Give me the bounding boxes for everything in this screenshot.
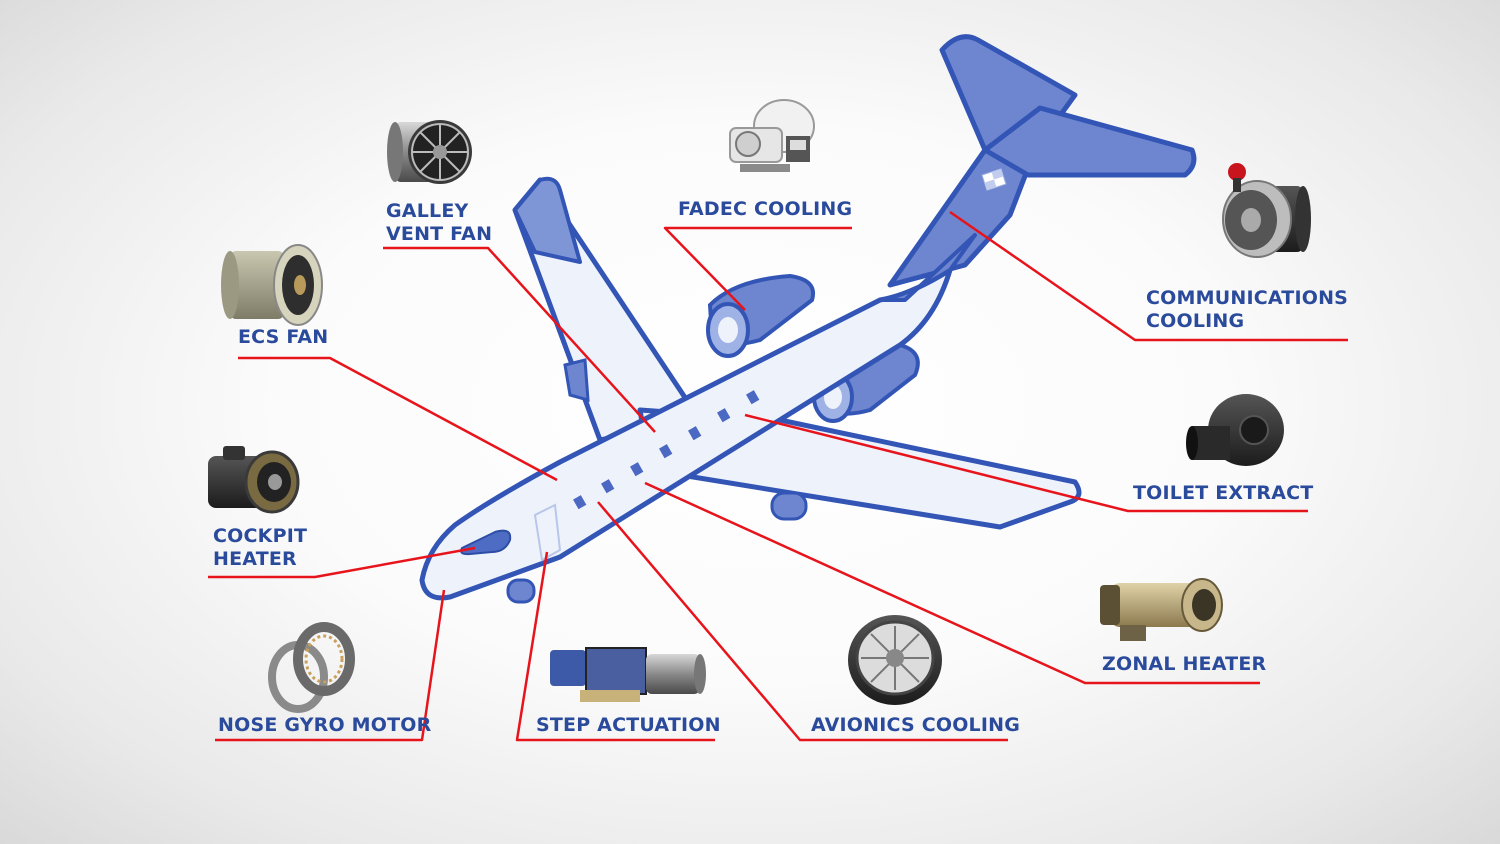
heater-icon (208, 446, 300, 514)
centrifugal-blower-icon (1186, 394, 1284, 466)
leader-nose-gyro-motor (215, 589, 446, 742)
left-winglet (513, 176, 582, 264)
fan-motor-icon (1222, 163, 1311, 258)
leader-lines (208, 210, 1348, 742)
leader-step-actuation (515, 551, 715, 742)
horizontal-stabilizer (982, 105, 1197, 178)
nose-landing-gear (506, 578, 536, 604)
label-ecs-fan: ECS FAN (238, 326, 329, 348)
leader-cockpit-heater (208, 546, 476, 579)
tail-cone (878, 233, 977, 302)
tail-logo (981, 168, 1007, 191)
zonal-heater-icon (1100, 578, 1223, 641)
stator-rotor-icon (268, 622, 355, 713)
label-galley-vent-fan: GALLEY VENT FAN (386, 200, 493, 245)
label-avionics-cooling: AVIONICS COOLING (811, 714, 1021, 736)
impeller-icon (848, 615, 942, 705)
label-zonal-heater: ZONAL HEATER (1102, 653, 1267, 675)
leader-ecs-fan (238, 356, 558, 482)
main-landing-gear (770, 491, 808, 521)
label-step-actuation: STEP ACTUATION (536, 714, 721, 736)
duct-fan-icon (221, 244, 323, 326)
leader-toilet-extract (744, 413, 1308, 513)
blower-icon (729, 99, 815, 172)
leader-zonal-heater (644, 481, 1260, 685)
cabin-door (533, 503, 562, 562)
label-fadec-cooling: FADEC COOLING (678, 198, 853, 220)
wing-flap-fairing (563, 358, 590, 403)
axial-fan-icon (387, 120, 472, 184)
leader-fadec-cooling (663, 226, 852, 311)
label-communications-cooling: COMMUNICATIONS COOLING (1146, 287, 1349, 332)
label-nose-gyro-motor: NOSE GYRO MOTOR (218, 714, 432, 736)
label-toilet-extract: TOILET EXTRACT (1133, 482, 1314, 504)
label-cockpit-heater: COCKPIT HEATER (213, 525, 308, 570)
leader-galley-vent-fan (383, 246, 656, 433)
leader-communications-cooling (949, 210, 1348, 342)
engine-left (706, 273, 815, 358)
leader-avionics-cooling (597, 501, 1008, 742)
cabin-windows (573, 390, 760, 510)
actuator-icon (550, 647, 706, 702)
